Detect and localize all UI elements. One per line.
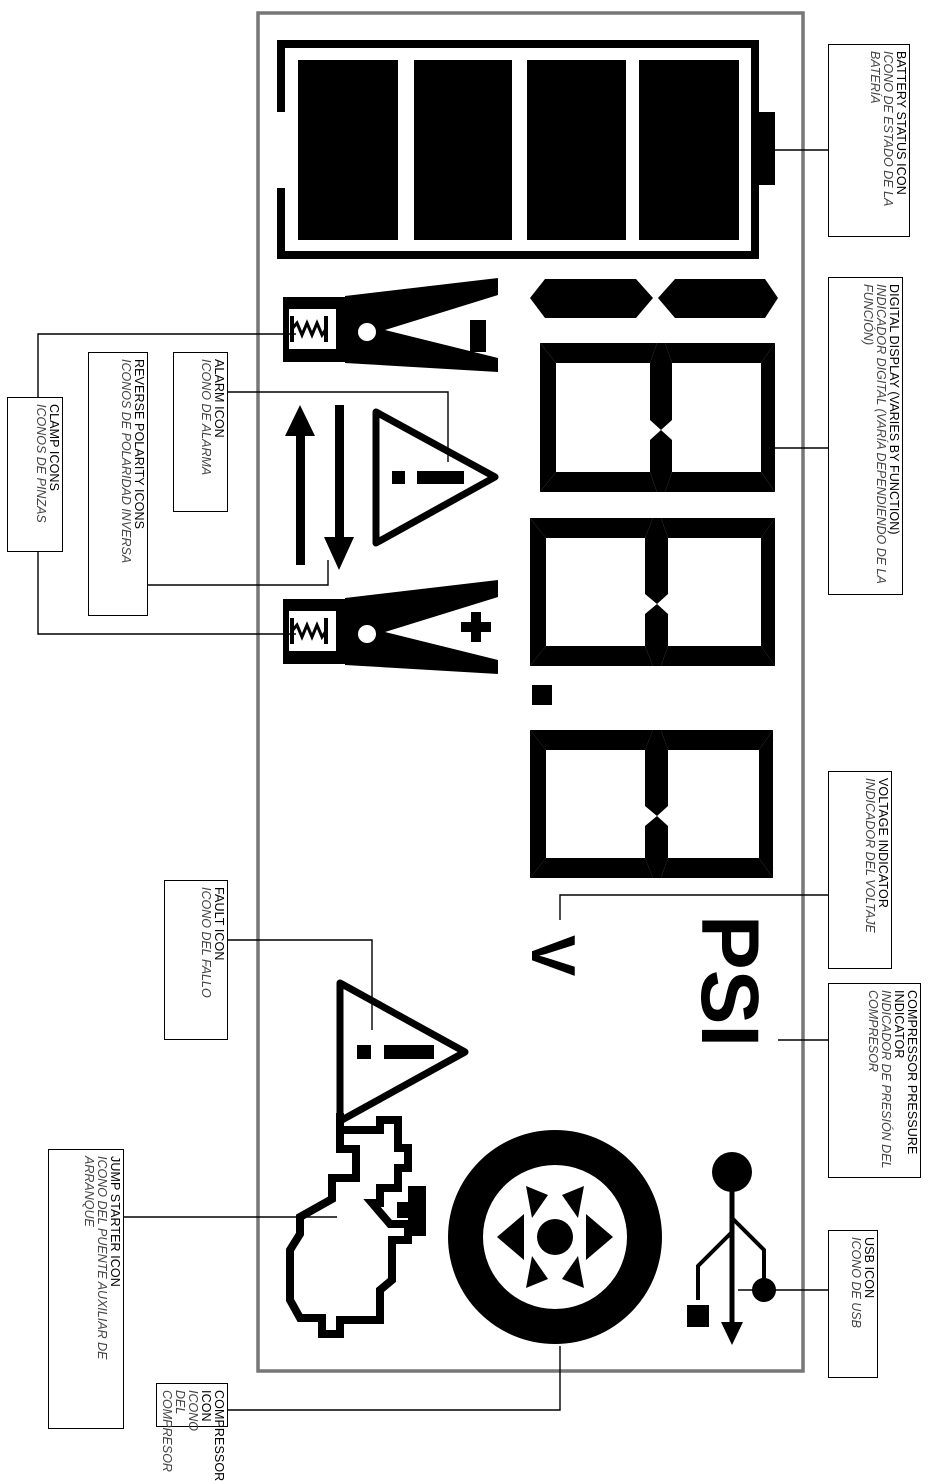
clamp-negative-icon bbox=[283, 278, 498, 372]
digit-1 bbox=[540, 343, 775, 492]
lcd-frame bbox=[256, 11, 805, 1373]
clamp-positive-icon bbox=[283, 580, 498, 674]
digit-leading bbox=[530, 279, 778, 318]
callout-alarm-es: ICONO DE ALARMA bbox=[199, 359, 213, 476]
leader-voltage bbox=[559, 894, 828, 920]
lcd-diagram: V PSI bbox=[37, 11, 828, 1411]
callout-compressor-en: COMPRESSOR ICON bbox=[199, 1390, 226, 1481]
plus-sign-h bbox=[471, 612, 481, 642]
digit-2 bbox=[530, 518, 775, 666]
callout-clamp-es: ICONOS DE PINZAS bbox=[34, 404, 48, 523]
callout-fault-en: FAULT ICON bbox=[212, 887, 226, 961]
leader-lines bbox=[37, 149, 828, 1411]
reverse-polarity-icon bbox=[285, 405, 354, 570]
callout-digital-en: DIGITAL DISPLAY (VARIES BY FUNCTION) bbox=[887, 284, 901, 535]
leader-compressor bbox=[228, 1346, 561, 1411]
digit-3 bbox=[530, 730, 773, 878]
leader-reverse bbox=[148, 560, 329, 586]
engine-icon bbox=[286, 1113, 426, 1338]
callout-fault-es: ICONO DEL FALLO bbox=[199, 887, 213, 998]
callout-reverse-en: REVERSE POLARITY ICONS bbox=[132, 359, 146, 530]
callout-battery-es: ICONO DE ESTADO DE LA BATERÍA bbox=[868, 51, 895, 206]
minus-sign bbox=[470, 320, 486, 352]
callout-battery-en: BATTERY STATUS ICON bbox=[894, 51, 908, 195]
callout-voltage-es: INDICADOR DEL VOLTAJE bbox=[863, 778, 877, 933]
callout-reverse-es: ICONOS DE POLARIDAD INVERSA bbox=[119, 359, 133, 564]
callout-compressor-es: ICONO DEL COMPRESOR bbox=[160, 1390, 200, 1472]
usb-icon bbox=[687, 1152, 776, 1345]
callout-pressure-es: INDICADOR DE PRESIÓN DEL COMPRESOR bbox=[866, 990, 893, 1169]
battery-icon bbox=[277, 40, 775, 259]
callout-pressure-en: COMPRESSOR PRESSURE INDICATOR bbox=[892, 990, 919, 1155]
digital-display bbox=[530, 279, 778, 878]
decimal-point bbox=[532, 685, 552, 705]
callout-usb-es: ICONO DE USB bbox=[849, 1237, 863, 1328]
pressure-unit: PSI bbox=[684, 915, 775, 1047]
callout-jump-en: JUMP STARTER ICON bbox=[108, 1156, 122, 1287]
alarm-icon bbox=[372, 408, 499, 547]
callout-digital-es: INDICADOR DIGITAL (VARÍA DEPENDIENDO DE … bbox=[861, 284, 888, 584]
callout-usb-en: USB ICON bbox=[862, 1237, 876, 1299]
callout-alarm-en: ALARM ICON bbox=[212, 359, 226, 438]
callout-jump-es: ICONO DEL PUENTE AUXILIAR DE ARRANQUE bbox=[82, 1156, 109, 1360]
fault-icon bbox=[336, 979, 469, 1125]
callout-voltage-en: VOLTAGE INDICATOR bbox=[876, 778, 890, 908]
callout-clamp-en: CLAMP ICONS bbox=[47, 404, 61, 492]
leader-alarm bbox=[228, 391, 449, 462]
voltage-unit: V bbox=[518, 935, 587, 976]
tire-icon bbox=[448, 1130, 662, 1344]
leader-clamp bbox=[37, 552, 296, 635]
leader-fault bbox=[228, 939, 373, 1030]
